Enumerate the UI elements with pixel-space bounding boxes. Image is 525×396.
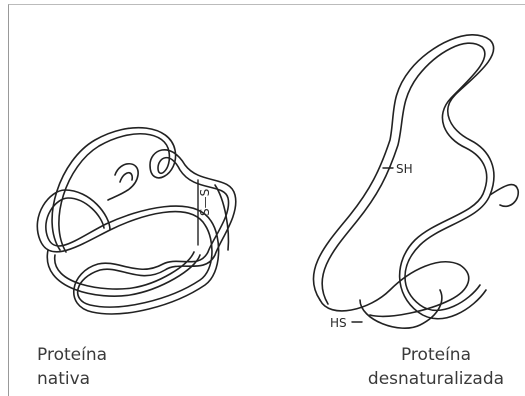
- sh-label: SH: [396, 162, 413, 176]
- denatured-protein-caption: Proteína desnaturalizada: [361, 343, 511, 391]
- native-protein-caption: Proteína nativa: [37, 343, 107, 391]
- denatured-caption-line1: Proteína: [361, 343, 511, 367]
- denatured-caption-line2: desnaturalizada: [361, 367, 511, 391]
- native-caption-line2: nativa: [37, 367, 107, 391]
- hs-label: HS: [330, 316, 347, 330]
- disulfide-label: S—S: [198, 189, 212, 216]
- native-caption-line1: Proteína: [37, 343, 107, 367]
- denatured-protein-ribbon: [313, 35, 518, 328]
- native-protein-ribbon: [37, 128, 235, 314]
